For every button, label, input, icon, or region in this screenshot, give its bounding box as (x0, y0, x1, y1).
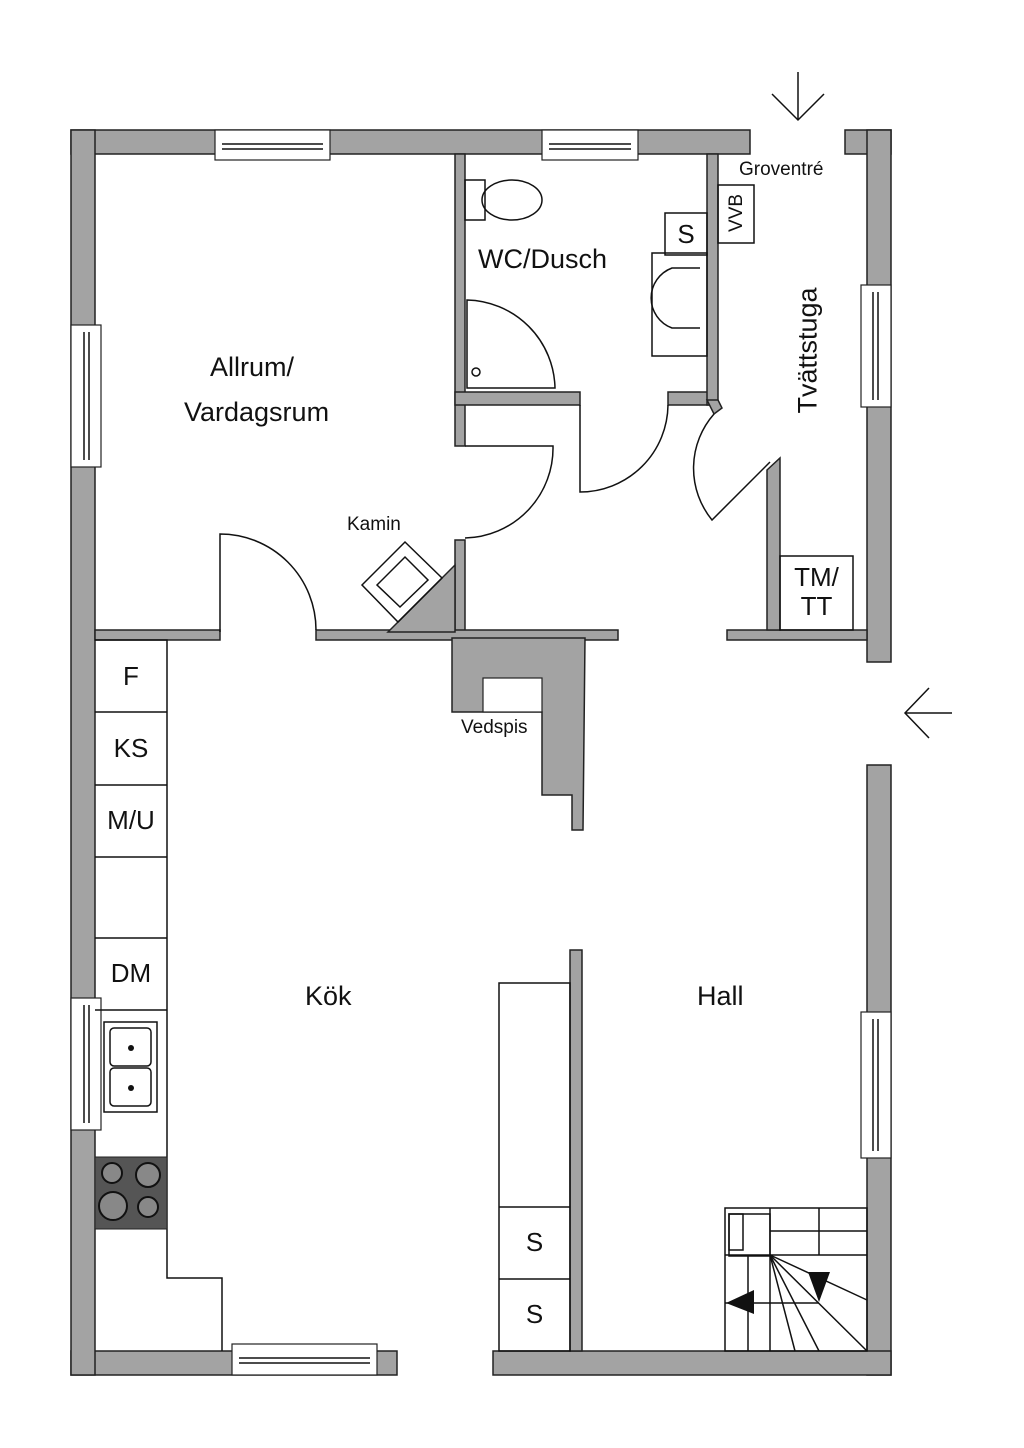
kamin-icon (360, 540, 444, 624)
interior-walls (94, 153, 868, 1352)
entrance-arrow-right-icon (903, 687, 952, 739)
room-label-tvattstuga: Tvättstuga (792, 287, 823, 414)
tm-label: TM/ (794, 562, 839, 592)
room-label-hall: Hall (697, 981, 744, 1011)
room-label-vardagsrum: Vardagsrum (184, 397, 330, 427)
room-label-kok: Kök (305, 981, 352, 1011)
stair-arrow-left-icon (726, 1290, 754, 1314)
doors (219, 404, 771, 632)
staircase (724, 1207, 868, 1352)
storage-s2-label: S (525, 1299, 544, 1329)
room-label-allrum: Allrum/ (210, 352, 295, 382)
room-label-groventre: Groventré (739, 159, 824, 180)
kitchen-counters (94, 639, 571, 1352)
microwave-oven-label: M/U (107, 805, 155, 835)
outer-walls (70, 129, 892, 1376)
fridge-freezer-label: KS (113, 733, 149, 763)
fridge-label: F (123, 661, 139, 691)
windows (70, 129, 892, 1376)
room-label-wc: WC/Dusch (478, 244, 608, 274)
kamin-label: Kamin (347, 514, 401, 535)
wc-s-label: S (677, 219, 695, 249)
wc-fixtures (464, 179, 755, 389)
washer-dryer-box (779, 555, 854, 631)
vedspis-label: Vedspis (461, 717, 528, 738)
entrance-arrow-top-icon (771, 72, 825, 122)
stair-arrow-down-icon (808, 1272, 830, 1302)
vvb-label: VVB (726, 193, 748, 232)
sink-icon (103, 1021, 158, 1113)
tt-label: TT (800, 591, 833, 621)
storage-s1-label: S (525, 1227, 544, 1257)
dishwasher-label: DM (110, 958, 152, 988)
